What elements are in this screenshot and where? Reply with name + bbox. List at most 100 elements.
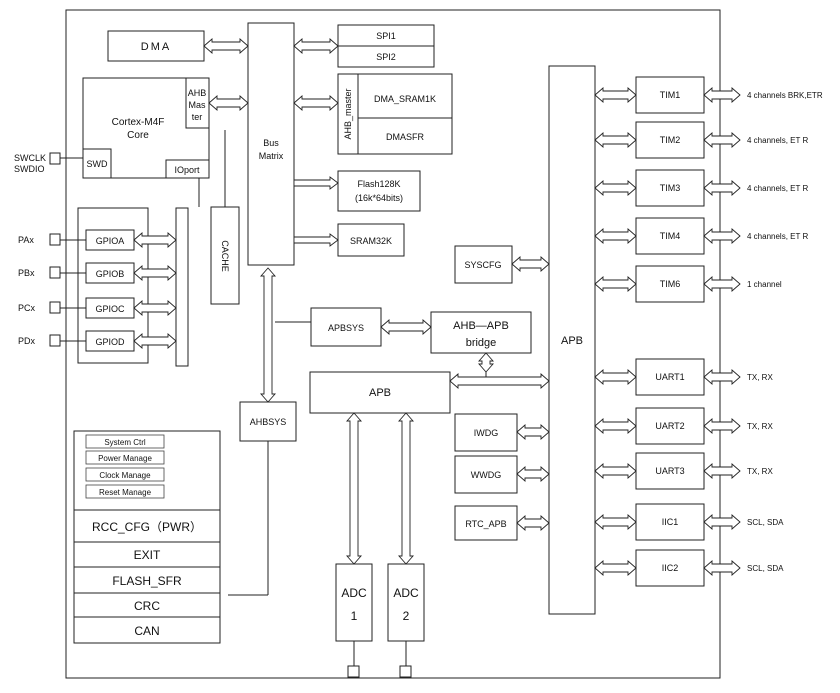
bridge-label-2: bridge [466, 337, 497, 349]
spi2-label: SPI2 [376, 52, 396, 62]
spi1-label: SPI1 [376, 31, 396, 41]
system-ctrl-box [85, 434, 165, 449]
ioport-bus [175, 207, 189, 367]
gpiob-label: GPIOB [96, 269, 125, 279]
bus-matrix-label-2: Matrix [259, 151, 284, 161]
periph-signal-uart3: TX, RX [747, 467, 773, 476]
bridge-apb-arrow [478, 352, 494, 373]
iwdg-block [454, 413, 518, 452]
flash-bus-arrow [293, 176, 339, 190]
sram-bus-arrow [293, 233, 339, 247]
periph-block-uart1 [635, 358, 705, 396]
adc2-block [387, 563, 425, 642]
periph-out-arrow-2 [703, 180, 741, 196]
gpioc-label: GPIOC [95, 304, 125, 314]
cortex-label-1: Cortex-M4F [112, 117, 165, 128]
ioport-block [165, 159, 210, 179]
syscfg-apb-arrow [511, 256, 550, 272]
gpiod-arrow [133, 333, 177, 349]
bridge-label-1: AHB—APB [453, 320, 509, 332]
dma-block [107, 30, 205, 62]
periph-name-tim2: TIM2 [660, 135, 681, 145]
apb-center-block [309, 371, 451, 414]
crc-label: CRC [134, 599, 160, 613]
periph-out-arrow-5 [703, 369, 741, 385]
flash-label-1: Flash128K [357, 179, 400, 189]
periph-signal-uart1: TX, RX [747, 373, 773, 382]
periph-name-tim6: TIM6 [660, 279, 681, 289]
periph-block-tim4 [635, 217, 705, 255]
reset-manage-box [85, 484, 165, 499]
periph-out-arrow-9 [703, 560, 741, 576]
sram-label: SRAM32K [350, 236, 392, 246]
pax-pin-label: PAx [18, 235, 34, 245]
dma-sram1k-label: DMA_SRAM1K [374, 94, 436, 104]
periph-name-uart1: UART1 [655, 372, 684, 382]
periph-out-arrow-0 [703, 87, 741, 103]
apb-big-block [548, 65, 596, 615]
rtc-apb-arrow [516, 515, 550, 531]
periph-name-tim4: TIM4 [660, 231, 681, 241]
pdx-pin-label: PDx [18, 336, 36, 346]
iwdg-label: IWDG [474, 428, 499, 438]
periph-signal-tim4: 4 channels, ET R [747, 232, 808, 241]
dma-label: DMA [141, 41, 171, 53]
gpiob-arrow [133, 265, 177, 281]
spi-bus-arrow [293, 38, 339, 54]
flash-block [337, 170, 421, 212]
swdio-pin-label: SWDIO [14, 164, 45, 174]
rtc-apb-label: RTC_APB [465, 519, 506, 529]
periph-signal-tim2: 4 channels, ET R [747, 136, 808, 145]
cortex-label-2: Core [127, 130, 149, 141]
periph-apb-arrow-9 [594, 560, 637, 576]
adc1-label-2: 1 [351, 609, 358, 623]
dma-bus-arrow [203, 38, 249, 54]
flash-sfr-label: FLASH_SFR [112, 574, 182, 588]
swd-pin [49, 152, 61, 165]
periph-block-uart2 [635, 407, 705, 445]
periph-signal-tim3: 4 channels, ET R [747, 184, 808, 193]
flash-sfr-box [73, 566, 221, 594]
periph-apb-arrow-8 [594, 514, 637, 530]
dmasfr-label: DMASFR [386, 132, 425, 142]
periph-block-uart3 [635, 452, 705, 490]
ahbsys-label: AHBSYS [250, 417, 287, 427]
rtc-apb-block [454, 505, 518, 541]
periph-out-arrow-7 [703, 463, 741, 479]
periph-block-tim6 [635, 265, 705, 303]
cache-label: CACHE [220, 240, 230, 272]
adc1-apb-arrow [346, 412, 362, 565]
swd-block [82, 148, 112, 179]
periph-name-iic2: IIC2 [662, 563, 679, 573]
pbx-pin-label: PBx [18, 268, 35, 278]
syscfg-label: SYSCFG [464, 260, 501, 270]
adc2-apb-arrow [398, 412, 414, 565]
flash-label-2: (16k*64bits) [355, 193, 403, 203]
rcc-cfg-label: RCC_CFG（PWR） [92, 520, 202, 534]
periph-signal-tim1: 4 channels BRK,ETR [747, 91, 823, 100]
periph-name-uart3: UART3 [655, 466, 684, 476]
can-box [73, 616, 221, 644]
spi2-block [337, 45, 435, 68]
apbsys-label: APBSYS [328, 323, 364, 333]
syscfg-block [454, 245, 513, 284]
periph-apb-arrow-0 [594, 87, 637, 103]
periph-apb-arrow-4 [594, 276, 637, 292]
periph-name-tim1: TIM1 [660, 90, 681, 100]
dma-sram-bus-arrow [293, 95, 339, 111]
periph-apb-arrow-7 [594, 463, 637, 479]
pcx-pin-label: PCx [18, 303, 36, 313]
gpiod-label: GPIOD [95, 337, 125, 347]
peripheral-column: TIM1 4 channels BRK,ETR TIM2 4 channels, ET… [594, 76, 823, 587]
periph-apb-arrow-3 [594, 228, 637, 244]
system-ctrl-label: System Ctrl [104, 438, 146, 447]
ioport-label: IOport [174, 165, 200, 175]
ahb-master-core-1: AHB [188, 88, 207, 98]
adc1-label-1: ADC [341, 586, 367, 600]
can-label: CAN [134, 624, 159, 638]
bus-matrix-block [247, 22, 295, 266]
adc2-pin [399, 665, 412, 678]
iwdg-apb-arrow [516, 424, 550, 440]
